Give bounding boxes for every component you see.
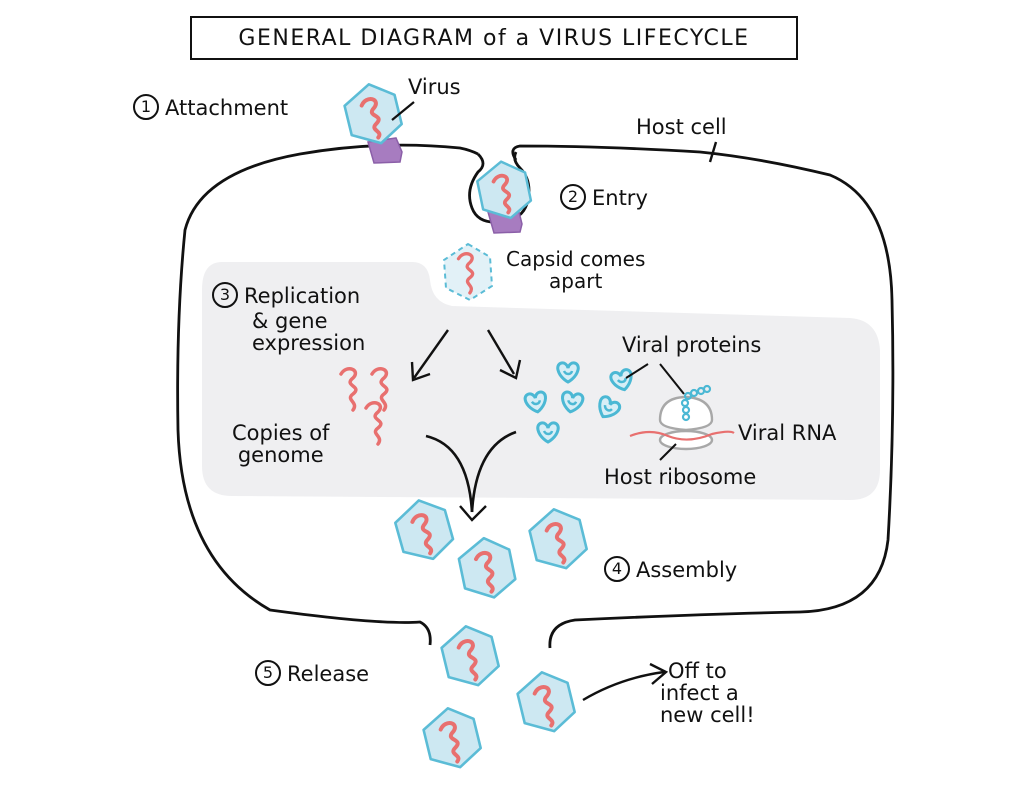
step-number-badge: 4 [604, 556, 630, 582]
step-label: Replication [244, 284, 361, 308]
label-line: Off to [668, 659, 727, 683]
viral-proteins-pointer [625, 363, 649, 379]
label-line: genome [237, 443, 324, 467]
viral-rna-strand [629, 430, 735, 441]
step-number-badge: 3 [212, 282, 238, 308]
arrow-to-genome [410, 329, 449, 382]
diagram-title: GENERAL DIAGRAM of a VIRUS LIFECYCLE [190, 16, 798, 60]
step-number-badge: 2 [560, 184, 586, 210]
step-label: expression [252, 331, 366, 355]
virion-released [437, 620, 503, 692]
step-number-badge: 1 [133, 94, 159, 120]
host-cell-pointer [708, 141, 718, 163]
virion-released [513, 666, 579, 738]
off-to-infect-label: Off to infect a new cell! [660, 660, 755, 726]
receptor-attachment [367, 137, 403, 164]
arrow-to-proteins [486, 329, 522, 380]
copies-of-genome-label: Copies of genome [232, 422, 329, 466]
step-label: Assembly [636, 558, 738, 582]
label-line: apart [549, 269, 603, 293]
step-label: & gene [252, 309, 328, 333]
host-ribosome-pointer [659, 443, 677, 461]
label-line: new cell! [660, 703, 755, 727]
arrow-off-to-infect [582, 662, 669, 702]
viral-rna-label: Viral RNA [738, 421, 837, 445]
label-line: infect a [660, 681, 739, 705]
virion-assembled [525, 503, 591, 575]
label-line: Copies of [232, 421, 330, 445]
virion-assembled [390, 493, 458, 567]
diagram-title-text: GENERAL DIAGRAM of a VIRUS LIFECYCLE [238, 25, 750, 51]
step-number-badge: 5 [255, 660, 281, 686]
step-label: Attachment [165, 96, 289, 120]
uncoating-capsid [442, 242, 494, 302]
host-cell-label: Host cell [636, 115, 727, 139]
capsid-comes-apart-label: Capsid comes apart [506, 248, 645, 292]
label-line: Capsid comes [506, 247, 646, 271]
virus-attached [340, 78, 406, 150]
virus-label: Virus [408, 75, 461, 99]
virion-assembled [455, 533, 519, 603]
virion-released [419, 702, 485, 774]
host-ribosome [629, 384, 735, 451]
step-label: Entry [592, 186, 648, 210]
viral-proteins-pointer [659, 363, 685, 395]
arrow-to-assembly [425, 430, 517, 522]
virus-pointer [391, 101, 415, 121]
host-ribosome-label: Host ribosome [604, 465, 757, 489]
step-label: Release [287, 662, 370, 686]
viral-proteins-label: Viral proteins [622, 333, 762, 357]
